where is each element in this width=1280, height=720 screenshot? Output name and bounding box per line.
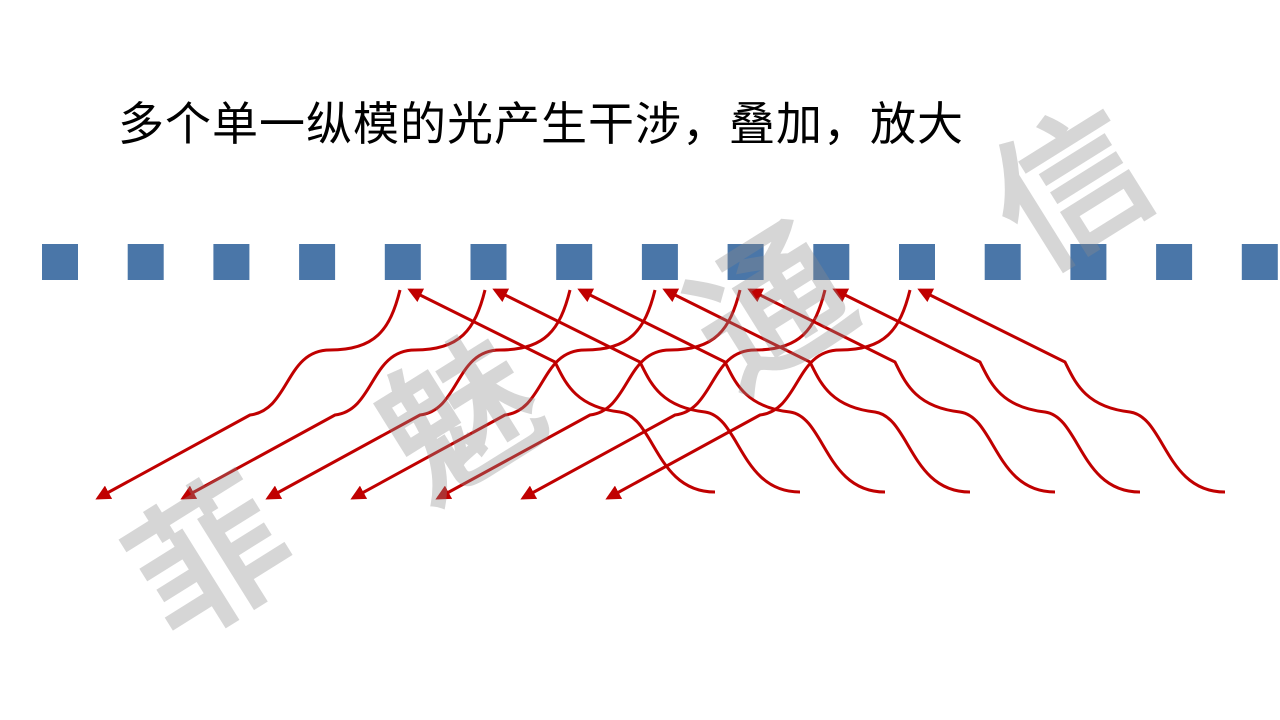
reflected-wave	[832, 288, 1141, 494]
mirror-square	[299, 244, 336, 280]
mirror-square	[384, 244, 421, 280]
incident-wave	[180, 289, 487, 500]
mirror-square	[1156, 244, 1193, 280]
reflected-wave	[917, 288, 1226, 494]
incident-wave	[435, 289, 742, 500]
mirror-square	[42, 244, 78, 280]
reflected-wave	[407, 288, 716, 494]
reflected-wave	[747, 288, 1056, 494]
slide-title: 多个单一纵模的光产生干涉，叠加，放大	[118, 97, 964, 151]
mirror-square	[899, 244, 935, 280]
reflected-wave	[577, 288, 886, 494]
reflected-wave	[492, 288, 801, 494]
incident-wave	[95, 289, 402, 500]
mirror-square	[556, 244, 593, 280]
wave-group	[95, 288, 1226, 500]
mirror-square	[127, 244, 164, 280]
incident-wave	[605, 289, 912, 500]
incident-wave	[350, 289, 657, 500]
incident-wave	[265, 289, 572, 500]
incident-wave	[520, 289, 827, 500]
mirror-squares-row	[42, 244, 1278, 280]
reflected-wave	[662, 288, 971, 494]
mirror-square	[1241, 244, 1278, 280]
mirror-square	[1070, 244, 1107, 280]
mirror-square	[727, 244, 764, 280]
mirror-square	[470, 244, 507, 280]
mirror-square	[813, 244, 850, 280]
mirror-square	[984, 244, 1021, 280]
mirror-square	[641, 244, 678, 280]
mirror-square	[213, 244, 250, 280]
